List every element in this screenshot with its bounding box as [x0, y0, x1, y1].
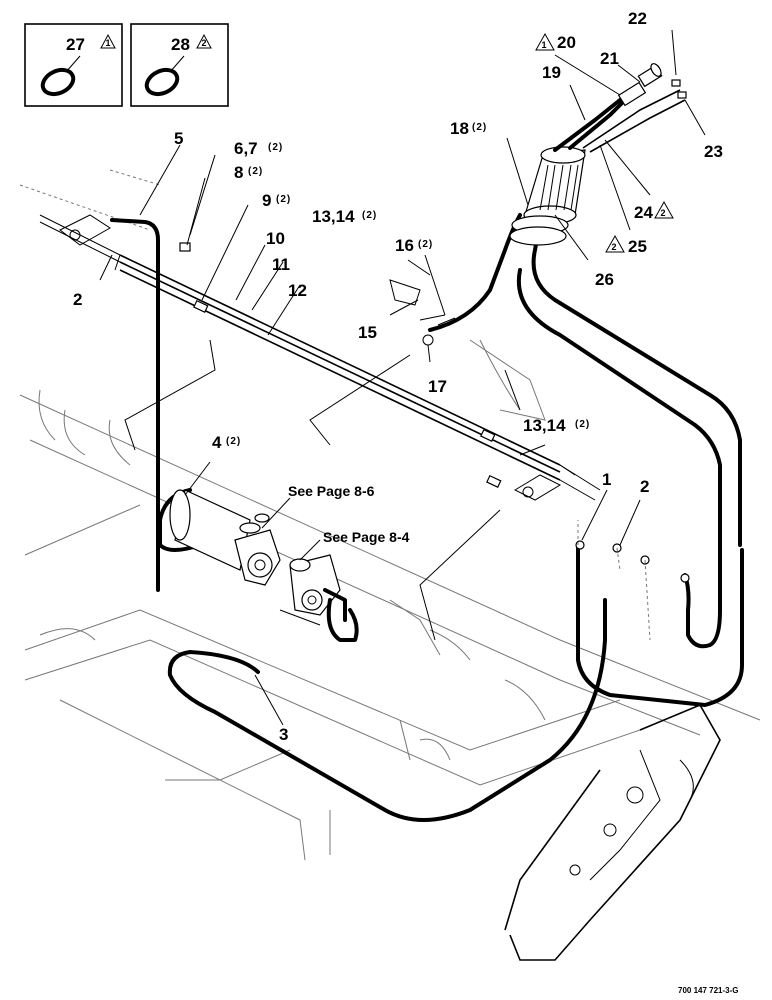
callout-24: 24 [634, 203, 653, 222]
callout-15: 15 [358, 323, 377, 342]
callout-26: 26 [595, 270, 614, 289]
o-ring-icon [144, 67, 180, 97]
motor-assembly [279, 554, 341, 626]
callout-12: 12 [288, 281, 307, 300]
quantity-9: (2) [276, 194, 291, 205]
header-frame-end [504, 703, 721, 961]
callout-9: 9 [262, 191, 271, 210]
fittings-right [575, 520, 690, 641]
hose-25 [589, 99, 686, 153]
quantity-6-7: (2) [268, 142, 283, 153]
callout-17: 17 [428, 377, 447, 396]
quantity-18: (2) [472, 122, 487, 133]
quantity-8: (2) [248, 166, 263, 177]
callout-6-7: 6,7 [234, 139, 258, 158]
revision-triangle-icon [196, 33, 212, 49]
callout-20: 20 [557, 33, 576, 52]
drawing-number: 700 147 721-3-G [678, 986, 739, 995]
callout-27: 27 [66, 35, 85, 54]
callout-22: 22 [628, 9, 647, 28]
callout-21: 21 [600, 49, 619, 68]
callout-25: 25 [628, 237, 647, 256]
see-page-8-6: See Page 8-6 [288, 483, 375, 499]
callout-18: 18 [450, 119, 469, 138]
quantity-13-14-bottom: (2) [575, 419, 590, 430]
hose-sleeve [509, 146, 586, 246]
revision-mark: 2 [661, 208, 666, 218]
hose-2 [516, 268, 722, 649]
quantity-4: (2) [226, 436, 241, 447]
steel-lines [39, 214, 601, 501]
inset-box-27: 27 1 [24, 23, 123, 107]
revision-mark: 1 [542, 40, 547, 50]
callout-13-14-bottom: 13,14 [523, 416, 566, 435]
revision-mark: 1 [106, 38, 111, 48]
callout-8: 8 [234, 163, 243, 182]
hose-1 [576, 543, 744, 707]
callout-5: 5 [174, 129, 183, 148]
callout-13-14-top: 13,14 [312, 207, 355, 226]
callout-labels: 1 20 22 19 21 23 18 (2) 24 2 2 25 26 5 6… [73, 9, 739, 995]
quantity-16: (2) [418, 239, 433, 250]
callout-4: 4 [212, 433, 222, 452]
callout-11: 11 [272, 255, 290, 274]
hose-19 [553, 98, 622, 152]
see-page-8-4: See Page 8-4 [323, 529, 410, 545]
callout-3: 3 [279, 725, 288, 744]
revision-triangle-icon [100, 33, 116, 49]
quantity-13-14-top: (2) [362, 210, 377, 221]
revision-mark: 2 [612, 242, 617, 252]
couplers [617, 63, 687, 107]
revision-triangle-icon [605, 234, 625, 253]
callout-10: 10 [266, 229, 285, 248]
hose-upper [531, 218, 742, 547]
cylinder-assembly [169, 489, 281, 586]
hose-segment [323, 588, 347, 622]
hose-segment [326, 598, 359, 642]
hose-5 [110, 218, 160, 592]
hose-upper-left [428, 213, 522, 332]
revision-mark: 2 [202, 38, 207, 48]
revision-triangle-icon [535, 32, 555, 51]
line-clamps [59, 214, 562, 501]
o-ring-icon [40, 67, 76, 97]
callout-28: 28 [171, 35, 190, 54]
leader-lines [99, 29, 706, 726]
hose-20 [568, 93, 632, 150]
callout-19: 19 [542, 63, 561, 82]
callout-2-right: 2 [640, 477, 649, 496]
header-frame-outline [19, 169, 761, 861]
callout-23: 23 [704, 142, 723, 161]
callout-1: 1 [602, 470, 611, 489]
inset-box-28: 28 2 [130, 23, 229, 107]
revision-triangle-icon [654, 200, 674, 219]
callout-2-left: 2 [73, 290, 82, 309]
callout-16: 16 [395, 236, 414, 255]
hose-24 [582, 89, 681, 149]
hose-3 [167, 598, 607, 822]
